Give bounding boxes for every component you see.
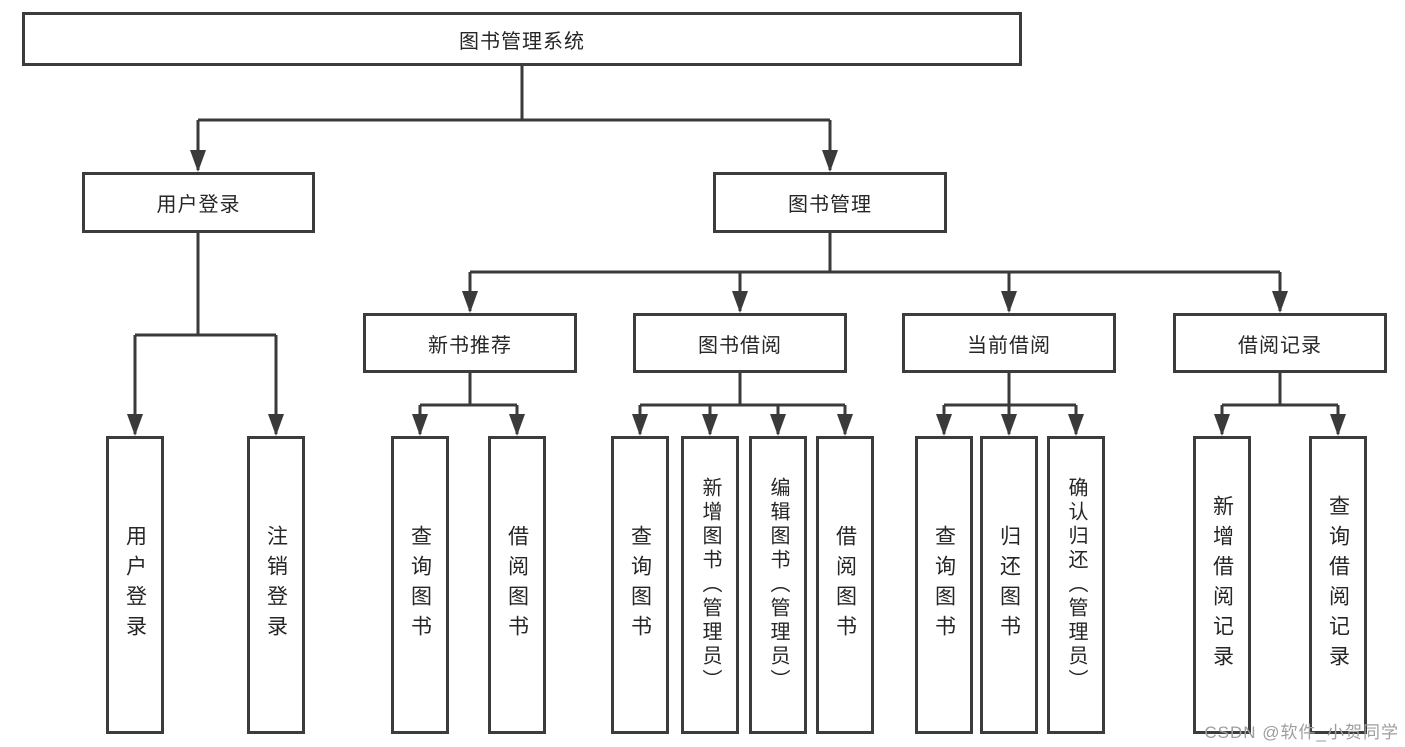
leaf-borrow-books: 借阅图书 bbox=[816, 436, 874, 734]
leaf-edit-books-admin: 编辑图书（管理员） bbox=[749, 436, 807, 734]
wire-recommend-branch bbox=[418, 373, 519, 434]
wire-borrow-branch bbox=[638, 373, 847, 434]
node-book-management: 图书管理 bbox=[713, 172, 947, 233]
node-user-login: 用户登录 bbox=[82, 172, 315, 233]
leaf-logout: 注销登录 bbox=[247, 436, 305, 734]
leaf-return-books: 归还图书 bbox=[980, 436, 1038, 734]
node-current-borrow: 当前借阅 bbox=[902, 313, 1116, 373]
leaf-query-books-recommend: 查询图书 bbox=[391, 436, 449, 734]
leaf-add-borrow-record: 新增借阅记录 bbox=[1193, 436, 1251, 734]
node-root: 图书管理系统 bbox=[22, 12, 1022, 66]
leaf-borrow-books-recommend: 借阅图书 bbox=[488, 436, 546, 734]
node-borrow-records: 借阅记录 bbox=[1173, 313, 1387, 373]
wire-records-branch bbox=[1220, 373, 1340, 434]
leaf-user-login: 用户登录 bbox=[106, 436, 164, 734]
node-book-borrow: 图书借阅 bbox=[633, 313, 847, 373]
leaf-query-books-borrow: 查询图书 bbox=[611, 436, 669, 734]
leaf-query-borrow-record: 查询借阅记录 bbox=[1309, 436, 1367, 734]
leaf-add-books-admin: 新增图书（管理员） bbox=[681, 436, 739, 734]
node-new-book-recommend: 新书推荐 bbox=[363, 313, 577, 373]
leaf-confirm-return-admin: 确认归还（管理员） bbox=[1047, 436, 1105, 734]
watermark: CSDN @软件_小贺同学 bbox=[1204, 723, 1399, 742]
arrowheads bbox=[127, 150, 1346, 436]
wire-root-trunk bbox=[196, 66, 832, 170]
wire-mgmt-branch bbox=[468, 233, 1282, 311]
leaf-query-books-current: 查询图书 bbox=[915, 436, 973, 734]
wire-login-branch bbox=[133, 233, 278, 434]
